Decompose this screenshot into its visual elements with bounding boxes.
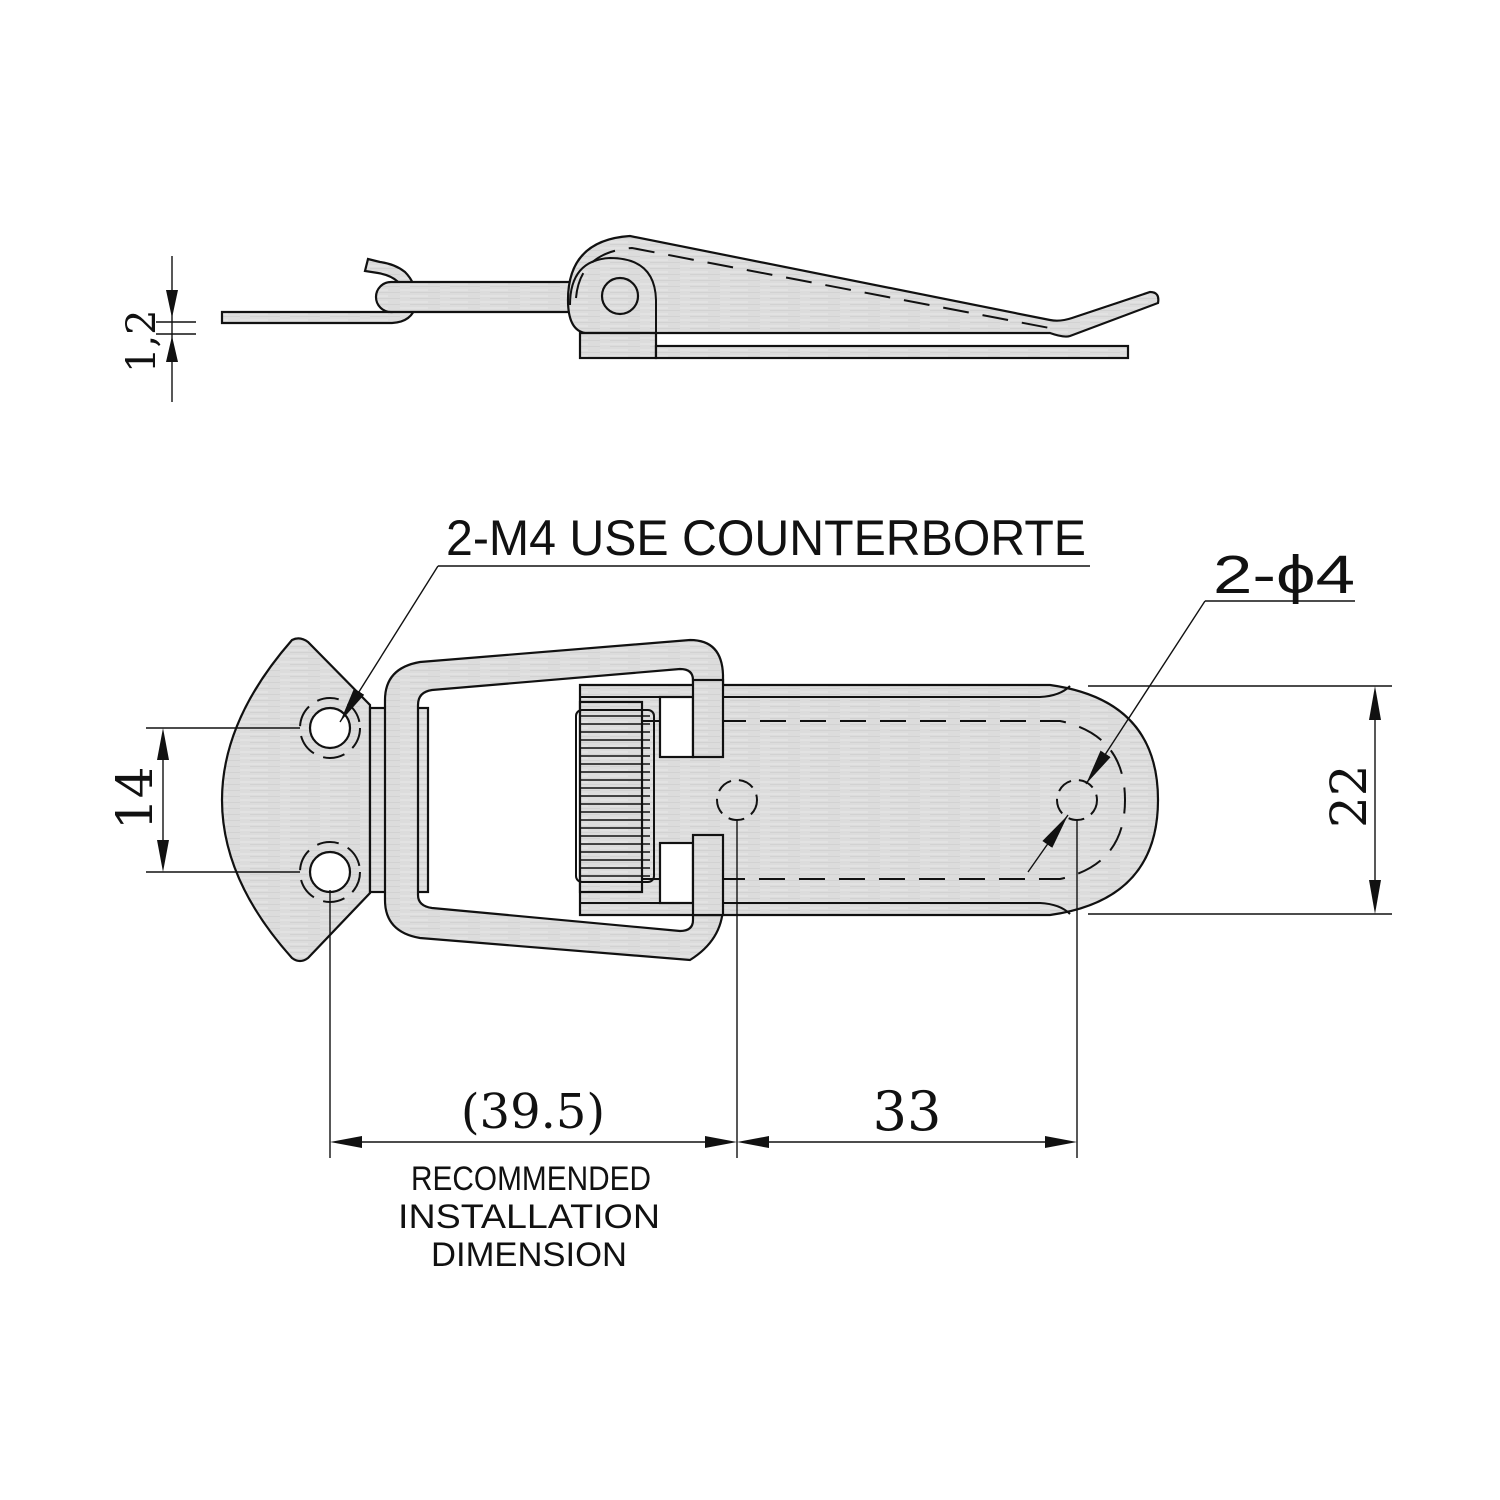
- spring: [575, 700, 655, 894]
- note-line-2: INSTALLATION: [398, 1198, 660, 1236]
- arrow-up-icon: [157, 728, 169, 760]
- hinge-block: [578, 331, 658, 360]
- arrow-right-icon: [1045, 1136, 1077, 1148]
- arrow-down-icon: [157, 840, 169, 872]
- arrow-down-icon: [1369, 880, 1381, 914]
- hidden-outline: [640, 720, 1127, 880]
- hole-leader: [1085, 600, 1206, 785]
- note-line-1: RECOMMENDED: [411, 1160, 651, 1198]
- arrow-up-icon: [1369, 686, 1381, 720]
- thickness-dim-label: 1,2: [119, 309, 165, 373]
- dim-hole-pitch: 33: [873, 1080, 942, 1143]
- side-view: 1,2: [119, 234, 1160, 402]
- counterbore-callout: 2-M4 USE COUNTERBORTE: [446, 510, 1086, 566]
- counterbore-leader: [339, 565, 439, 723]
- dim-hole-spacing: 14: [106, 766, 164, 830]
- bail-end-bottom: [691, 833, 725, 917]
- lever-plate: [578, 683, 1160, 917]
- arrow-right-icon: [705, 1136, 737, 1148]
- top-view: 2-M4 USE COUNTERBORTE 2-ϕ4 14 22 (39.5): [106, 510, 1392, 1274]
- arrow-down-icon: [166, 290, 178, 318]
- lower-plate: [654, 344, 1130, 360]
- arrow-up-icon: [166, 336, 178, 362]
- dim-install: (39.5): [461, 1084, 605, 1140]
- bail-end-top: [691, 678, 725, 759]
- pivot-loop: [569, 256, 657, 355]
- arrow-left-icon: [737, 1136, 769, 1148]
- lever-body: [566, 234, 1160, 338]
- pivot-pin: [600, 276, 640, 316]
- wire-bail: [383, 638, 725, 962]
- note-line-3: DIMENSION: [431, 1236, 627, 1274]
- dim-width: 22: [1320, 764, 1378, 828]
- mount-base: [220, 637, 372, 963]
- hole-callout: 2-ϕ4: [1213, 545, 1355, 605]
- arrow-left-icon: [330, 1136, 362, 1148]
